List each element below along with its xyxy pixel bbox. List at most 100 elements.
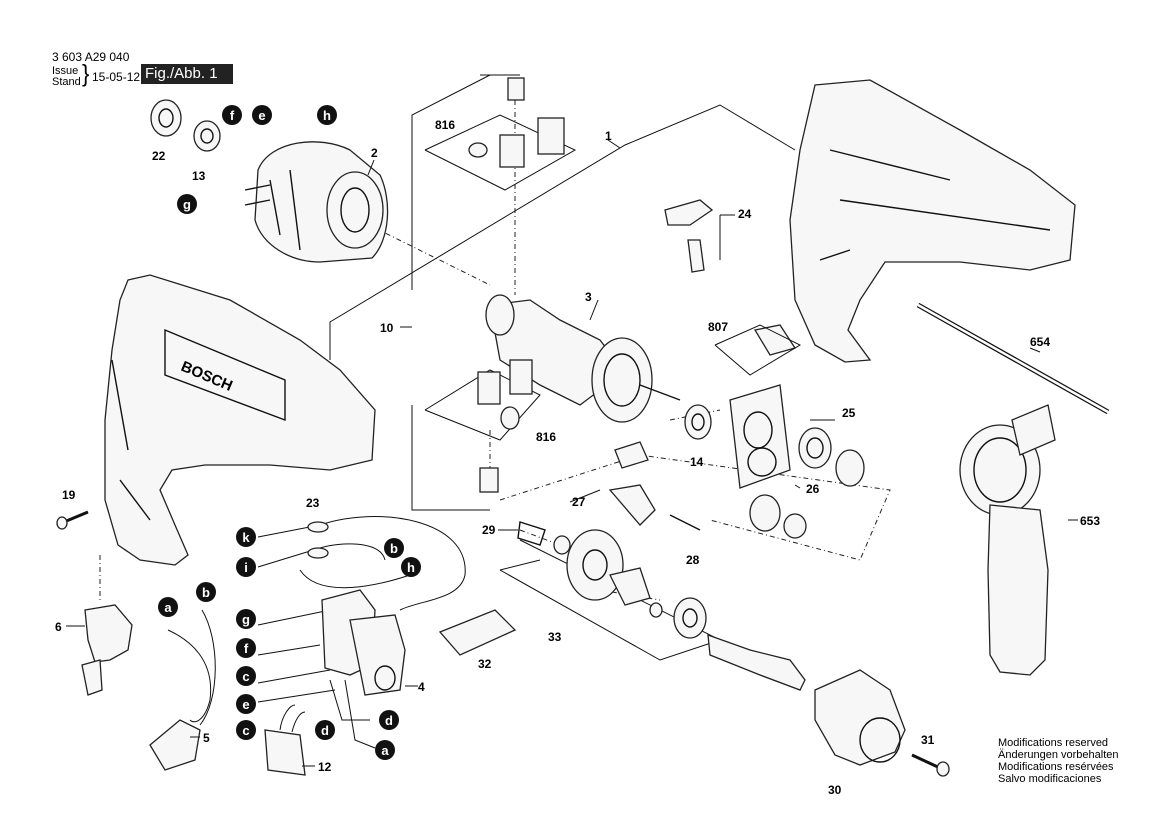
badge-c-low: c (236, 720, 256, 740)
mains-cable-plug (149, 609, 216, 771)
chuck-screw (911, 753, 950, 777)
svg-text:c: c (242, 669, 249, 684)
svg-text:g: g (242, 612, 250, 627)
svg-text:a: a (381, 743, 389, 758)
svg-text:a: a (164, 600, 172, 615)
svg-text:d: d (385, 713, 393, 728)
part-label-3: 3 (585, 290, 592, 304)
field-stator (244, 141, 389, 263)
part-label-10: 10 (380, 321, 394, 335)
badge-b-mid: b (384, 538, 404, 558)
part-number-labels: 1 2 3 4 5 6 10 12 13 14 19 22 23 24 25 2… (55, 118, 1100, 797)
part-label-33: 33 (548, 630, 562, 644)
part-label-5: 5 (203, 731, 210, 745)
badge-c-mid: c (236, 666, 256, 686)
label-leader-lines (66, 139, 1078, 767)
part-label-26: 26 (806, 482, 820, 496)
badge-g-mid: g (236, 609, 256, 629)
badge-e-mid: e (236, 694, 256, 714)
part-label-13: 13 (192, 169, 206, 183)
figure-label: Fig./Abb. 1 (141, 64, 233, 84)
gear-assembly (517, 441, 707, 639)
ball-bearing-small (193, 120, 221, 152)
cable-strain-relief (81, 604, 133, 696)
badge-f-top: f (222, 105, 242, 125)
gear-housing-plate (729, 384, 791, 489)
auxiliary-handle (959, 404, 1056, 676)
notice-en: Modifications reserved (998, 737, 1109, 749)
part-label-24: 24 (738, 207, 752, 221)
badge-a-switch: a (375, 740, 395, 760)
svg-text:h: h (407, 560, 415, 575)
svg-text:c: c (242, 723, 249, 738)
shaft-bushing-pair (749, 494, 807, 539)
badge-i: i (236, 557, 256, 577)
part-label-31: 31 (921, 733, 935, 747)
wire-letter-badges: f e h g k b i h (158, 105, 421, 760)
notice-es: Salvo modificaciones (998, 773, 1102, 785)
part-label-25: 25 (842, 406, 856, 420)
svg-text:b: b (390, 541, 398, 556)
svg-text:b: b (202, 585, 210, 600)
part-label-816-top: 816 (435, 118, 455, 132)
part-label-1: 1 (605, 129, 612, 143)
part-label-4: 4 (418, 680, 425, 694)
part-label-807: 807 (708, 320, 728, 334)
part-label-12: 12 (318, 760, 332, 774)
badge-h-mid: h (401, 557, 421, 577)
part-label-654: 654 (1030, 335, 1050, 349)
svg-text:i: i (244, 560, 248, 575)
svg-text:d: d (321, 723, 329, 738)
badge-h-top: h (317, 105, 337, 125)
part-label-23: 23 (306, 496, 320, 510)
cover-plate (438, 609, 517, 656)
housing-left-half: BOSCH (104, 274, 376, 566)
brace-symbol: } (82, 59, 90, 88)
suppressor-capacitor (264, 704, 306, 776)
stand-label: Stand (52, 76, 81, 88)
armature-bearing (684, 404, 712, 440)
trigger-switch (321, 589, 406, 696)
slide-switch (714, 324, 802, 376)
part-label-27: 27 (572, 495, 586, 509)
svg-text:f: f (244, 641, 249, 656)
drive-spindle (707, 634, 806, 691)
badge-b-plug: b (196, 582, 216, 602)
depth-stop-rod (916, 302, 1110, 415)
ratchet-disc (835, 449, 865, 487)
part-label-30: 30 (828, 783, 842, 797)
keyless-chuck (814, 669, 906, 766)
issue-date: 15-05-12 (92, 70, 141, 84)
notice-de: Änderungen vorbehalten (998, 749, 1119, 761)
svg-text:f: f (230, 108, 235, 123)
badge-g-top: g (177, 194, 197, 214)
badge-a-plug: a (158, 597, 178, 617)
armature (485, 294, 681, 423)
housing-screw (56, 510, 89, 530)
part-label-28: 28 (686, 553, 700, 567)
issue-label: Issue (52, 65, 79, 77)
part-label-22: 22 (152, 149, 166, 163)
bearing-cap (150, 99, 182, 137)
document-number: 3 603 A29 040 (52, 50, 130, 64)
switch-lever (664, 199, 714, 273)
brush-holder-top (424, 77, 577, 191)
svg-text:h: h (323, 108, 331, 123)
badge-d-switch: d (379, 710, 399, 730)
part-label-816-lower: 816 (536, 430, 556, 444)
svg-text:k: k (242, 530, 250, 545)
part-label-32: 32 (478, 657, 492, 671)
svg-text:e: e (242, 697, 249, 712)
svg-text:e: e (258, 108, 265, 123)
needle-bearing (798, 427, 832, 469)
badge-f-mid: f (236, 638, 256, 658)
part-label-6: 6 (55, 620, 62, 634)
wiring-leads (257, 516, 466, 749)
badge-k: k (236, 527, 256, 547)
notice-fr: Modifications resérvées (998, 761, 1114, 773)
part-label-14: 14 (690, 455, 704, 469)
svg-text:g: g (183, 197, 191, 212)
housing-right-half (789, 79, 1076, 363)
badge-e-top: e (252, 105, 272, 125)
